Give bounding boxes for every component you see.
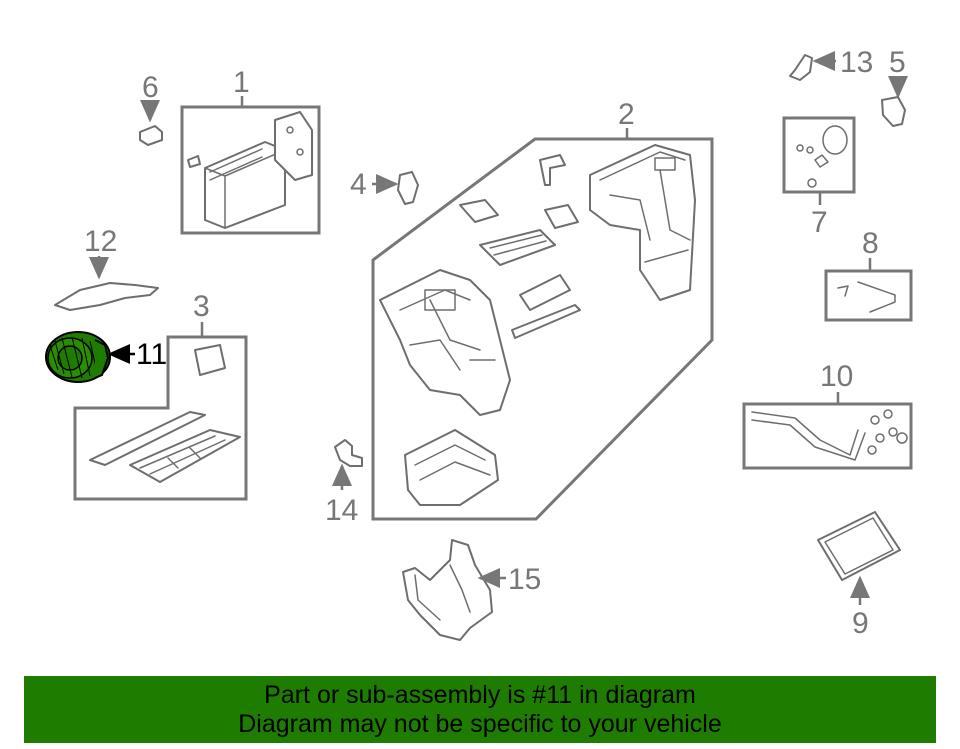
part-1-group: 1 (180, 66, 321, 235)
callout-10: 10 (820, 360, 853, 393)
callout-9: 9 (852, 607, 869, 640)
part-4-group: 4 (350, 168, 419, 205)
part-3-group: 3 (73, 290, 248, 501)
callout-6: 6 (142, 71, 159, 104)
part-15-duct (402, 539, 493, 641)
part-2-heater-case-right (589, 144, 696, 301)
part-6-clip (139, 125, 163, 146)
part-7-group: 7 (782, 116, 856, 239)
callout-13: 13 (840, 46, 873, 79)
part-10-frame (742, 402, 913, 470)
callout-8: 8 (862, 227, 879, 260)
callout-7: 7 (811, 206, 828, 239)
callout-3: 3 (193, 290, 210, 323)
part-8-group: 8 (824, 227, 913, 322)
part-2-lower-case (404, 429, 499, 506)
part-13-sensor (789, 54, 813, 81)
banner-line-2: Diagram may not be specific to your vehi… (238, 710, 722, 738)
part-13-group: 13 (789, 46, 873, 81)
part-12-duct (54, 282, 159, 311)
callout-15: 15 (508, 563, 541, 596)
callout-11: 11 (136, 338, 167, 371)
banner-line-1: Part or sub-assembly is #11 in diagram (264, 681, 696, 709)
callout-5: 5 (889, 46, 906, 79)
part-2-vents (459, 154, 581, 339)
callout-1: 1 (233, 66, 250, 99)
part-12-group: 12 (54, 225, 159, 311)
part-8-rod (857, 281, 896, 313)
part-10-pipes (751, 411, 866, 461)
part-1-housing (187, 111, 313, 229)
part-14-screw (334, 439, 363, 467)
part-2-group: 2 (371, 98, 714, 521)
part-3-filter (129, 429, 241, 483)
part-15-group: 15 (402, 539, 541, 641)
callout-12: 12 (84, 225, 117, 258)
part-6-group: 6 (139, 71, 163, 146)
callout-4: 4 (350, 168, 367, 201)
part-9-group: 9 (817, 511, 901, 640)
part-11-group: 11 (45, 331, 167, 383)
part-5-actuator (881, 96, 906, 127)
part-14-group: 14 (325, 439, 363, 527)
callout-14: 14 (325, 494, 358, 527)
part-5-group: 5 (881, 46, 908, 127)
part-3-clip (194, 344, 226, 376)
part-11-blower-motor (45, 331, 111, 383)
part-9-filter (817, 511, 901, 581)
callout-2: 2 (618, 98, 635, 131)
part-2-frame (371, 137, 714, 521)
part-7-seal (822, 125, 848, 155)
info-banner: Part or sub-assembly is #11 in diagram D… (24, 676, 936, 743)
part-3-seal (89, 411, 206, 466)
part-8-frame (824, 269, 913, 322)
part-10-group: 10 (742, 360, 913, 470)
part-4-bracket (397, 171, 419, 205)
part-2-heater-case-left (379, 269, 511, 416)
